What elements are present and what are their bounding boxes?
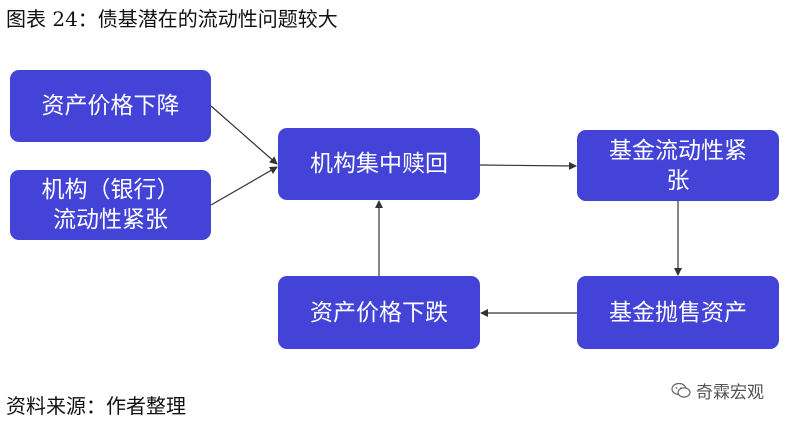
arrow-redemption-to-fund-liquidity xyxy=(479,161,577,170)
node-label: 资产价格下降 xyxy=(41,93,180,119)
node-fund-liquidity-tight: 基金流动性紧 张 xyxy=(577,130,779,201)
node-label: 机构集中赎回 xyxy=(310,151,448,177)
arrow-institution-to-redemption xyxy=(210,166,278,206)
watermark: 奇霖宏观 xyxy=(671,378,764,403)
node-label: 基金抛售资产 xyxy=(609,299,747,326)
arrow-asset-price-fall-to-redemption xyxy=(210,105,278,165)
node-label: 基金流动性紧 张 xyxy=(609,137,747,194)
node-asset-price-drop: 资产价格下跌 xyxy=(278,276,480,349)
node-asset-price-fall: 资产价格下降 xyxy=(10,70,211,142)
node-institution-liquidity-tight: 机构（银行） 流动性紧张 xyxy=(10,170,211,240)
node-fund-asset-selloff: 基金抛售资产 xyxy=(577,276,779,349)
wechat-icon xyxy=(671,382,691,398)
node-concentrated-redemption: 机构集中赎回 xyxy=(278,128,480,200)
source-note: 资料来源：作者整理 xyxy=(6,394,186,418)
watermark-text: 奇霖宏观 xyxy=(696,383,764,403)
figure-title: 图表 24：债基潜在的流动性问题较大 xyxy=(6,7,338,31)
node-label: 资产价格下跌 xyxy=(310,299,448,326)
node-label: 机构（银行） 流动性紧张 xyxy=(41,177,180,233)
